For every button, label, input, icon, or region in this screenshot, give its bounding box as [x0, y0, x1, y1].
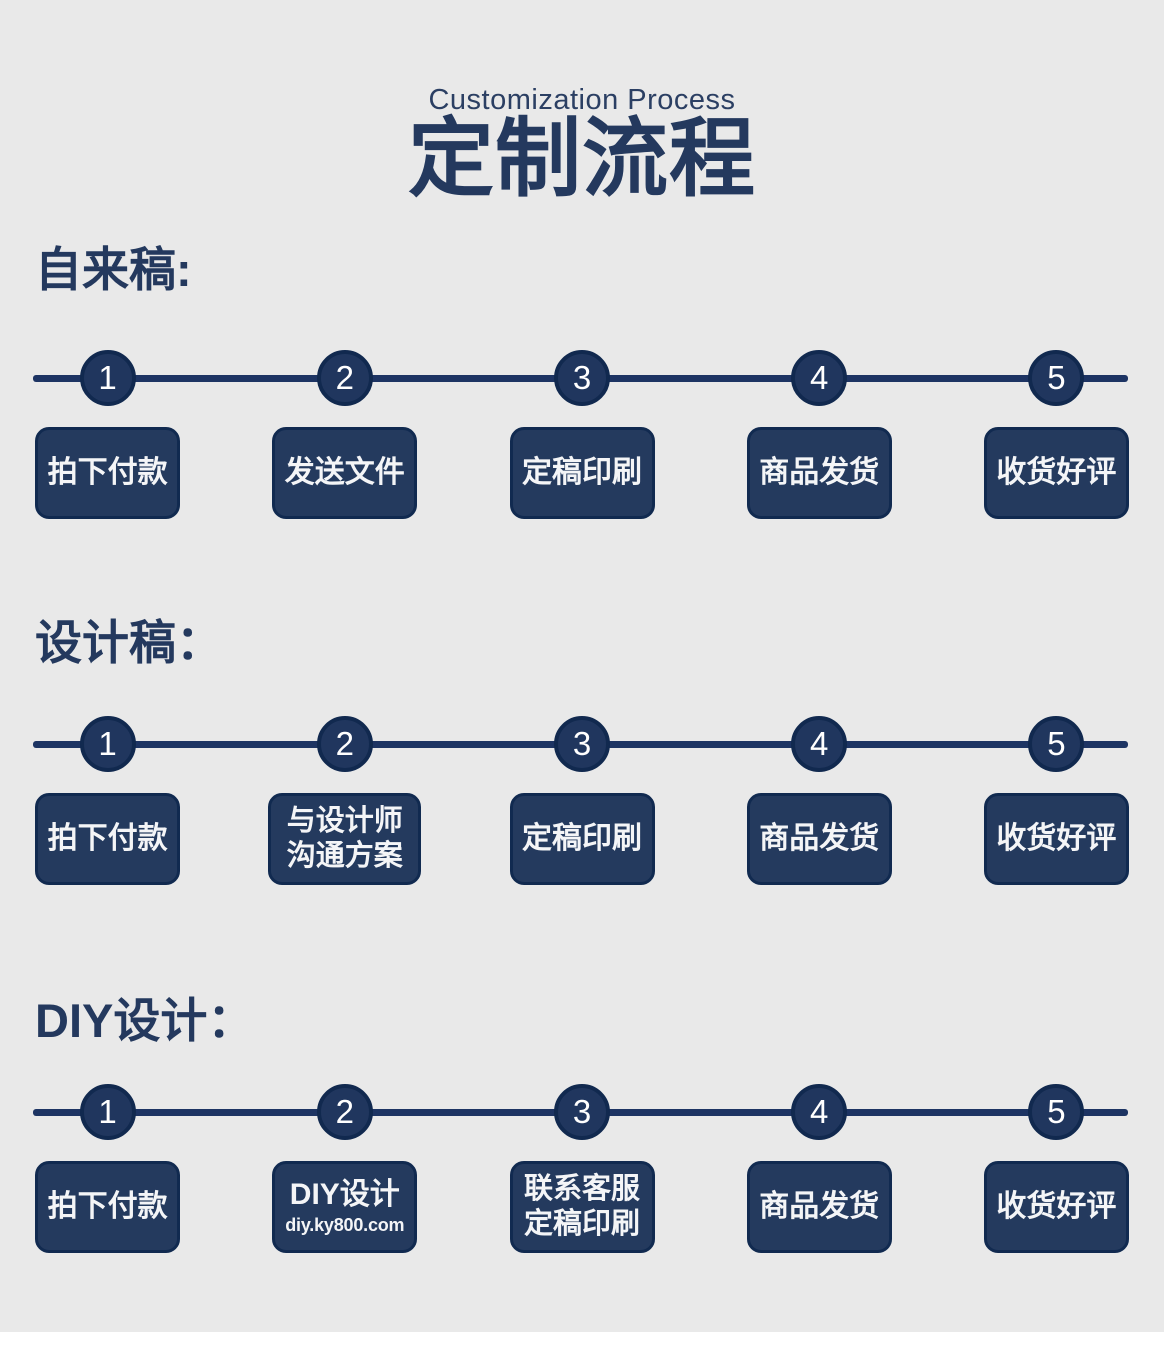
process-track-design-draft: 1 拍下付款 2 与设计师 沟通方案 3 定稿印刷 4 商品发货 5 收货好评	[0, 716, 1164, 891]
step-label: 收货好评	[996, 455, 1117, 489]
step-label: 发送文件	[284, 455, 405, 489]
step-number: 2	[335, 1092, 354, 1130]
step-box: DIY设计 diy.ky800.com	[272, 1161, 418, 1253]
step-number: 1	[98, 724, 117, 762]
step: 1 拍下付款	[0, 1084, 226, 1253]
step-number-badge: 4	[791, 716, 848, 772]
step-label: 收货好评	[996, 1189, 1117, 1223]
step-number-badge: 5	[1028, 716, 1085, 772]
step-label-line1: 联系客服	[523, 1172, 640, 1205]
step-number: 5	[1047, 358, 1066, 396]
step-number: 4	[810, 1092, 829, 1130]
step-box: 联系客服 定稿印刷	[509, 1161, 655, 1253]
step-box: 拍下付款	[35, 793, 181, 885]
step-number-badge: 1	[79, 1084, 136, 1140]
step-number-badge: 4	[791, 1084, 848, 1140]
step-label: 商品发货	[759, 455, 880, 489]
step: 5 收货好评	[938, 1084, 1164, 1253]
step-box: 拍下付款	[35, 427, 181, 519]
section-label-design-draft: 设计稿：	[35, 616, 223, 669]
step-box: 收货好评	[983, 1161, 1129, 1253]
page-subtitle: Customization Process	[428, 84, 736, 116]
step-label-line1: 与设计师	[286, 804, 403, 837]
step-number: 3	[572, 724, 592, 762]
step-label-line1: DIY设计	[289, 1177, 400, 1211]
step-number-badge: 2	[316, 1084, 373, 1140]
step: 5 收货好评	[938, 716, 1164, 885]
step-box: 收货好评	[983, 793, 1129, 885]
step-box: 商品发货	[746, 427, 892, 519]
step-number-badge: 2	[316, 350, 373, 406]
step-label: 商品发货	[759, 1189, 880, 1223]
step-number: 4	[810, 724, 829, 762]
step-number-badge: 2	[316, 716, 373, 772]
step-box: 定稿印刷	[509, 793, 655, 885]
step: 3 定稿印刷	[463, 716, 700, 885]
step-number: 1	[98, 1092, 117, 1130]
step-label: 收货好评	[996, 821, 1117, 855]
page-title: 定制流程	[408, 111, 756, 207]
step-number-badge: 3	[554, 716, 610, 772]
step-box: 定稿印刷	[509, 427, 655, 519]
step-label: 定稿印刷	[522, 821, 642, 855]
step-box: 与设计师 沟通方案	[268, 793, 422, 885]
step-number-badge: 1	[79, 350, 136, 406]
step-url: diy.ky800.com	[285, 1215, 405, 1236]
step-number: 5	[1047, 1092, 1066, 1130]
step-box: 拍下付款	[35, 1161, 181, 1253]
step: 4 商品发货	[701, 1084, 938, 1253]
step-number-badge: 5	[1028, 350, 1085, 406]
step-number-badge: 3	[554, 350, 610, 406]
step-number: 2	[335, 724, 354, 762]
step-label: 拍下付款	[47, 1189, 168, 1223]
step-label: 商品发货	[759, 821, 880, 855]
step: 5 收货好评	[938, 350, 1164, 519]
step: 1 拍下付款	[0, 350, 226, 519]
step-box: 发送文件	[272, 427, 418, 519]
step-number: 1	[98, 358, 117, 396]
step: 2 与设计师 沟通方案	[226, 716, 463, 885]
step-box: 商品发货	[746, 1161, 892, 1253]
step: 3 定稿印刷	[463, 350, 700, 519]
step: 4 商品发货	[701, 716, 938, 885]
process-track-self-manuscript: 1 拍下付款 2 发送文件 3 定稿印刷 4 商品发货 5 收货好评	[0, 350, 1164, 525]
step-number-badge: 3	[554, 1084, 610, 1140]
process-track-diy-design: 1 拍下付款 2 DIY设计 diy.ky800.com 3 联系客服 定稿印刷…	[0, 1084, 1164, 1259]
step-number-badge: 1	[79, 716, 136, 772]
step-number: 2	[335, 358, 354, 396]
step-box: 商品发货	[746, 793, 892, 885]
step-label: 拍下付款	[47, 821, 168, 855]
step: 3 联系客服 定稿印刷	[463, 1084, 700, 1253]
step: 4 商品发货	[701, 350, 938, 519]
step-label-line2: 沟通方案	[286, 840, 403, 872]
section-label-diy-design: DIY设计：	[35, 994, 255, 1047]
step-label-line2: 定稿印刷	[523, 1208, 640, 1240]
step-number: 5	[1047, 724, 1066, 762]
step: 1 拍下付款	[0, 716, 226, 885]
step-number: 3	[572, 1092, 592, 1130]
step-label: 定稿印刷	[522, 455, 642, 489]
step-box: 收货好评	[983, 427, 1129, 519]
step-number: 4	[810, 358, 829, 396]
step-number-badge: 4	[791, 350, 848, 406]
step-number: 3	[572, 358, 592, 396]
step: 2 发送文件	[226, 350, 463, 519]
step: 2 DIY设计 diy.ky800.com	[226, 1084, 463, 1253]
section-label-self-manuscript: 自来稿:	[35, 243, 192, 296]
step-number-badge: 5	[1028, 1084, 1085, 1140]
step-label: 拍下付款	[47, 455, 168, 489]
